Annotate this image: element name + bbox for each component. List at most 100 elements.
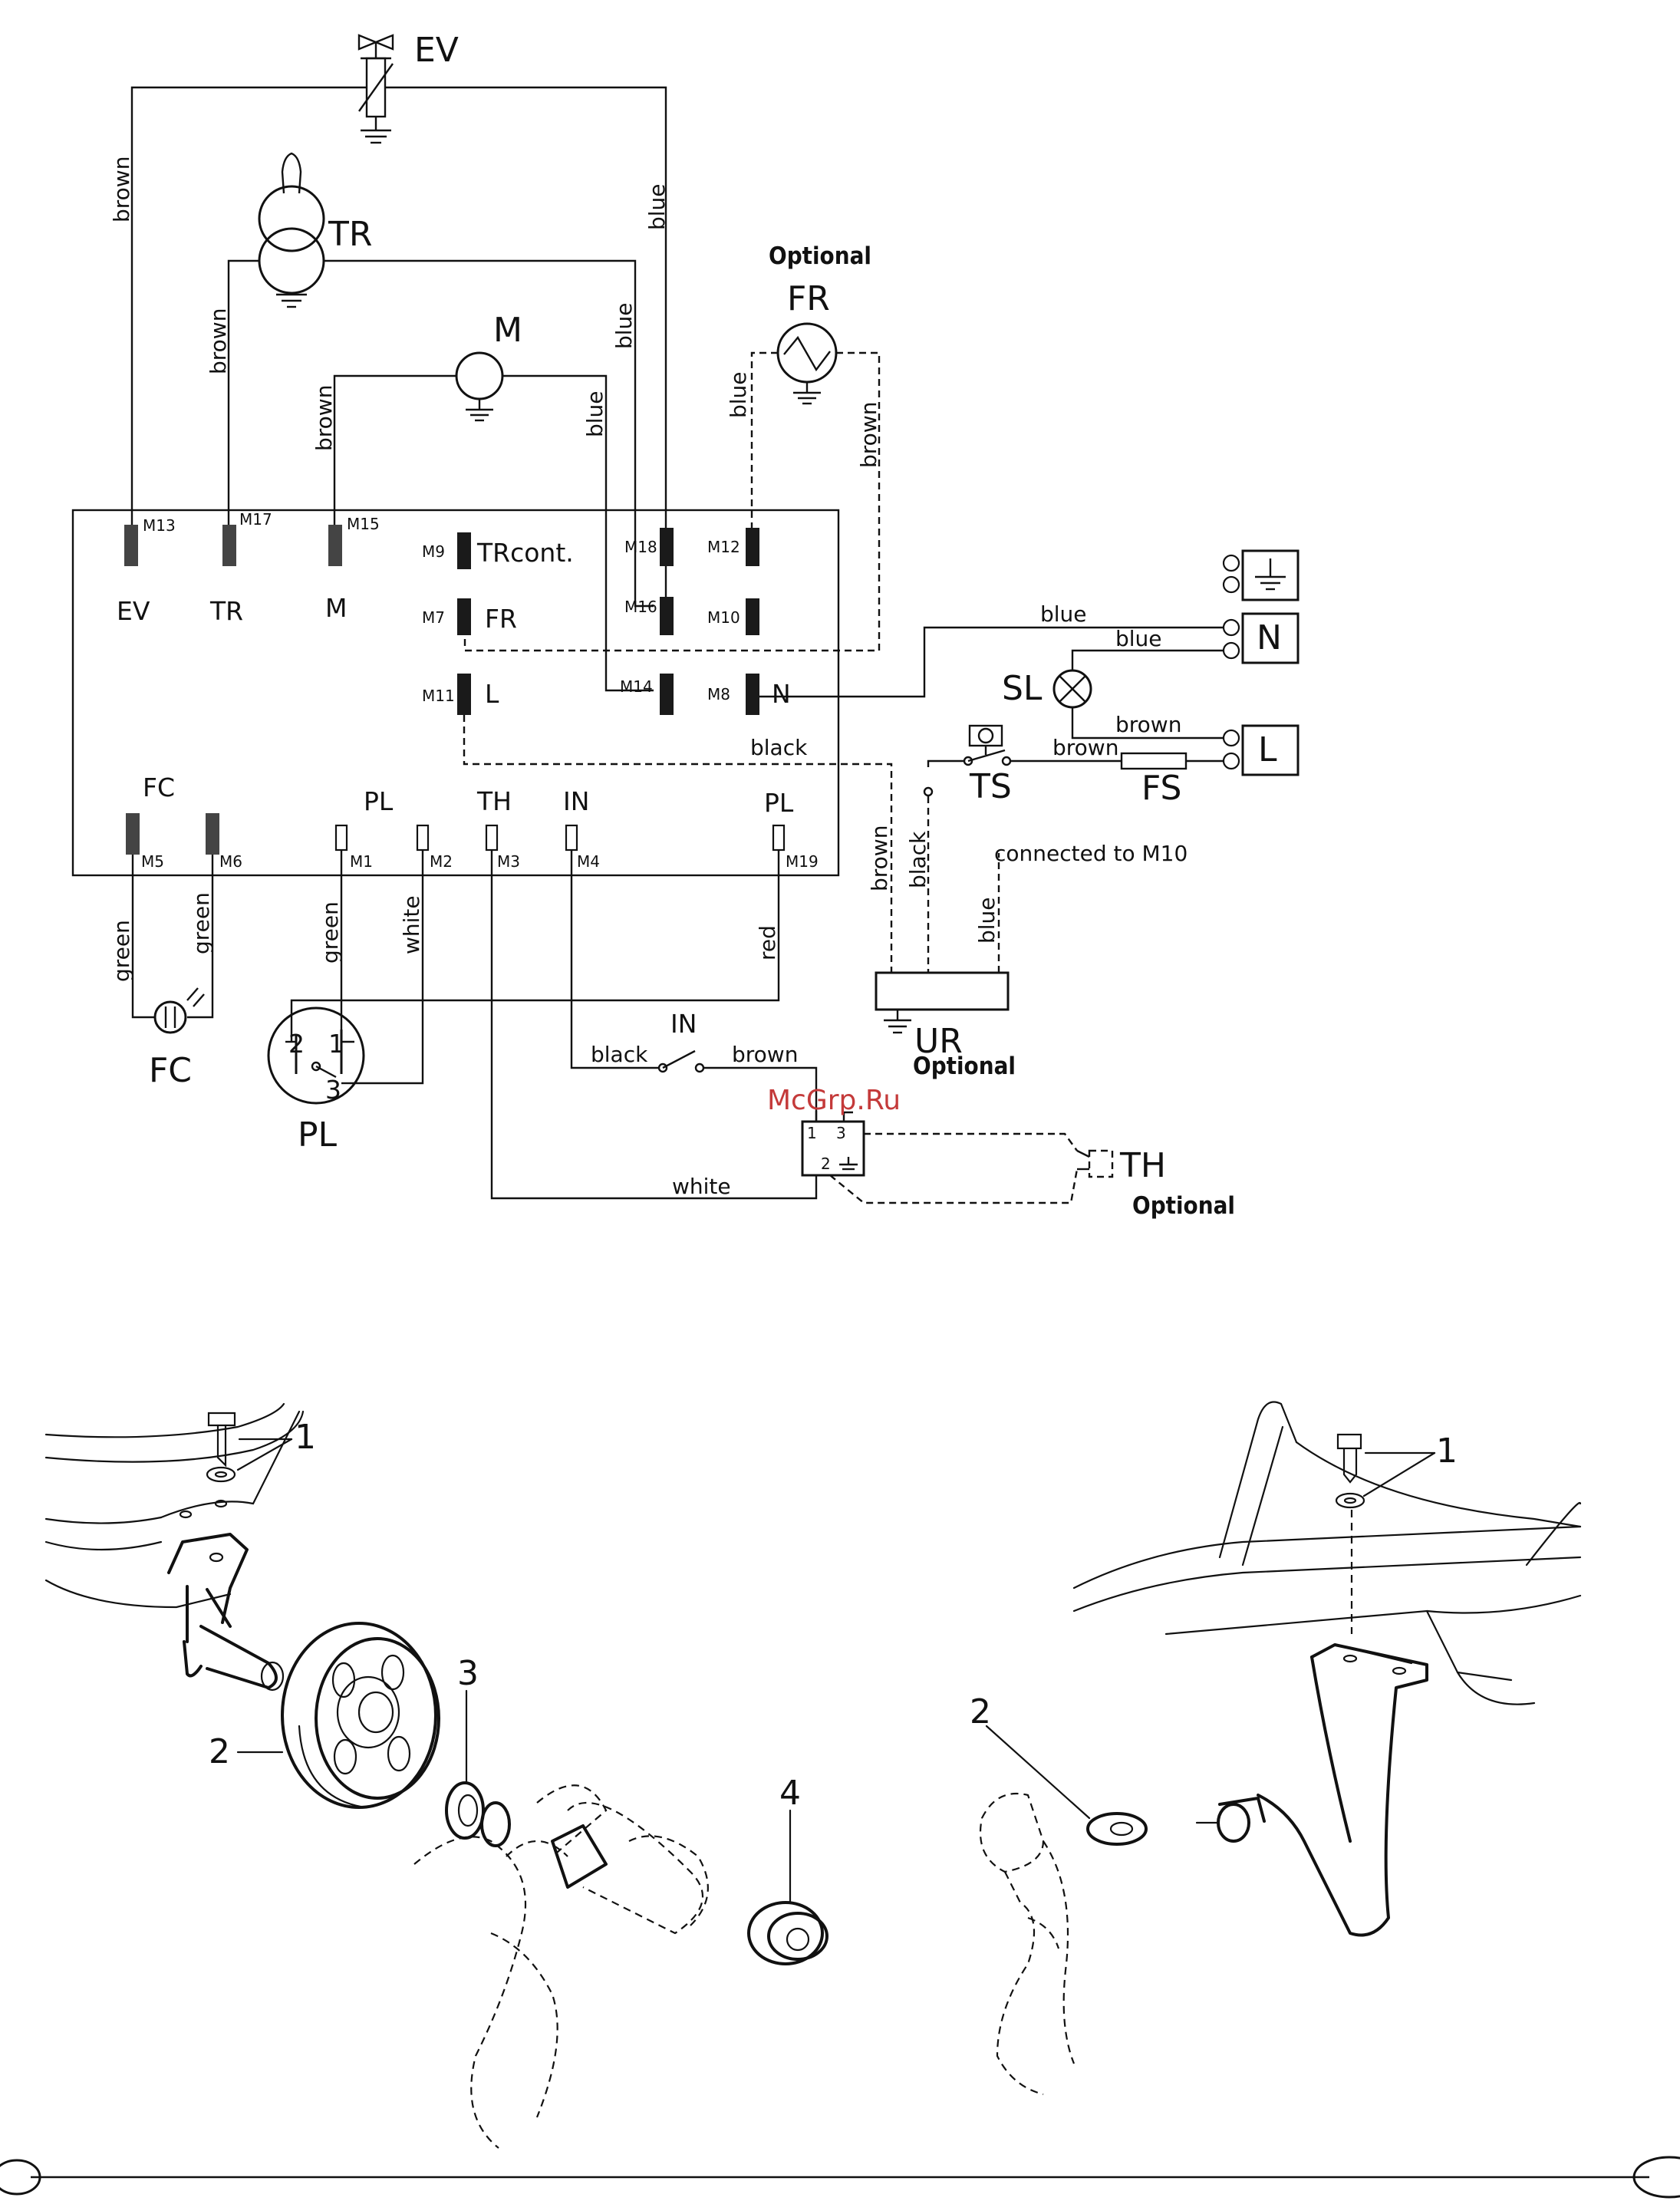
label-th-optional: Optional xyxy=(1132,1192,1235,1220)
svg-text:L: L xyxy=(1258,730,1277,769)
wire-ev-blue xyxy=(385,86,667,529)
callout-2-right: 2 xyxy=(970,1692,991,1731)
svg-text:black: black xyxy=(905,831,931,888)
wire-tr-blue xyxy=(324,259,654,608)
svg-text:M8: M8 xyxy=(707,685,730,703)
wire-n-blue-1 xyxy=(759,626,1227,698)
wire-ur-brown xyxy=(463,715,893,974)
l-terminal xyxy=(1241,724,1300,776)
svg-text:2: 2 xyxy=(288,1029,305,1059)
foot-assembly-drawing: 1 2 xyxy=(970,1401,1582,2096)
svg-text:M12: M12 xyxy=(707,538,740,556)
supply-terminals: N L xyxy=(1222,549,1300,776)
svg-text:1: 1 xyxy=(328,1029,344,1059)
svg-text:N: N xyxy=(1257,618,1282,657)
svg-text:blue: blue xyxy=(1115,626,1162,651)
terminal-m10 xyxy=(746,598,759,635)
terminal-m6 xyxy=(206,813,219,855)
callout-3-left: 3 xyxy=(457,1654,479,1693)
control-board xyxy=(71,509,840,877)
terminal-m3 xyxy=(485,824,499,852)
terminal-m1 xyxy=(334,824,348,852)
wire-fc-green-2 xyxy=(187,855,214,1019)
terminal-m9 xyxy=(457,532,471,569)
label-in: IN xyxy=(670,1009,697,1039)
terminal-m17 xyxy=(222,525,236,566)
wire-fc-green-1 xyxy=(131,855,155,1019)
svg-text:1: 1 xyxy=(807,1124,817,1142)
board-label-in: IN xyxy=(563,786,589,816)
svg-text:3: 3 xyxy=(836,1124,846,1142)
callout-1-right: 1 xyxy=(1436,1431,1458,1471)
board-top-terminals: M13 EV M17 TR M15 M M9 TRcont. M7 FR M11… xyxy=(117,510,791,715)
board-bottom-terminals: M5 M6 M1 M2 M3 M4 M19 xyxy=(126,813,819,871)
terminal-m5 xyxy=(126,813,140,855)
terminal-m7 xyxy=(457,598,471,635)
svg-text:M7: M7 xyxy=(422,608,445,627)
board-label-trcont: TRcont. xyxy=(476,538,574,568)
terminal-m4 xyxy=(565,824,578,852)
svg-text:green: green xyxy=(189,892,214,954)
board-label-fr: FR xyxy=(485,604,517,634)
svg-text:brown: brown xyxy=(732,1042,798,1067)
svg-text:M14: M14 xyxy=(620,677,653,696)
label-th: TH xyxy=(1119,1146,1166,1185)
wheel-assembly-drawing: 1 2 3 4 xyxy=(44,1402,828,2149)
terminal-m18 xyxy=(660,528,674,566)
wire-n-blue-2 xyxy=(1071,649,1224,670)
svg-text:M15: M15 xyxy=(347,515,380,533)
in-main-switch: IN xyxy=(657,1009,705,1073)
wiring-diagram: EV brown blue TR brown blue M xyxy=(71,31,1300,1220)
svg-text:M17: M17 xyxy=(239,510,272,529)
svg-text:M6: M6 xyxy=(219,852,242,871)
label-ts: TS xyxy=(969,767,1012,806)
board-label-th: TH xyxy=(476,786,512,816)
wire-label-l-black: black xyxy=(750,735,808,760)
board-label-l: L xyxy=(485,679,499,709)
page-number-oval-right xyxy=(1632,2156,1680,2199)
svg-text:blue: blue xyxy=(974,897,1000,944)
terminal-m13 xyxy=(124,525,138,566)
wire-th-optional-1 xyxy=(864,1132,1078,1151)
svg-text:brown: brown xyxy=(867,825,892,891)
n-terminal xyxy=(1241,612,1300,664)
svg-text:brown: brown xyxy=(1052,735,1118,760)
fs-fuse: FS xyxy=(1120,752,1188,808)
svg-text:M5: M5 xyxy=(141,852,164,871)
wire-label-m-blue: blue xyxy=(582,390,608,437)
terminal-m14 xyxy=(660,674,674,715)
label-ev: EV xyxy=(414,31,459,70)
board-label-fc: FC xyxy=(143,773,175,802)
sl-signal-lamp: SL xyxy=(1002,669,1092,709)
th-terminal-block: 1 3 2 xyxy=(801,1111,865,1177)
label-tr: TR xyxy=(328,215,372,254)
label-ur: UR xyxy=(914,1022,963,1061)
svg-text:white: white xyxy=(399,895,424,954)
fc-flame-sensor: FC xyxy=(149,987,205,1090)
svg-text:M19: M19 xyxy=(786,852,819,871)
tr-transformer: TR xyxy=(258,152,372,308)
wire-fr-blue xyxy=(750,351,778,529)
board-label-ev: EV xyxy=(117,596,150,626)
wire-in-brown xyxy=(703,1066,818,1122)
wire-ev-brown xyxy=(130,86,367,529)
terminal-m19 xyxy=(772,824,786,852)
th-optional-thermostat: TH Optional xyxy=(1076,1146,1235,1220)
label-fr-optional: Optional xyxy=(769,242,871,270)
wire-label-m-brown: brown xyxy=(311,385,337,451)
board-label-pl-right: PL xyxy=(764,788,794,818)
board-label-m: M xyxy=(325,593,347,623)
label-sl: SL xyxy=(1002,669,1043,708)
svg-text:M9: M9 xyxy=(422,542,445,561)
wire-label-n-blue-1: blue xyxy=(1040,601,1087,627)
page-number-oval-left xyxy=(0,2159,41,2196)
label-fr: FR xyxy=(787,279,830,318)
svg-text:M18: M18 xyxy=(624,538,657,556)
svg-text:M3: M3 xyxy=(497,852,520,871)
svg-text:brown: brown xyxy=(1115,712,1181,737)
svg-text:green: green xyxy=(318,901,343,964)
wire-tr-brown xyxy=(227,259,259,529)
wire-th-optional-2 xyxy=(829,1168,1079,1204)
svg-text:M10: M10 xyxy=(707,608,740,627)
